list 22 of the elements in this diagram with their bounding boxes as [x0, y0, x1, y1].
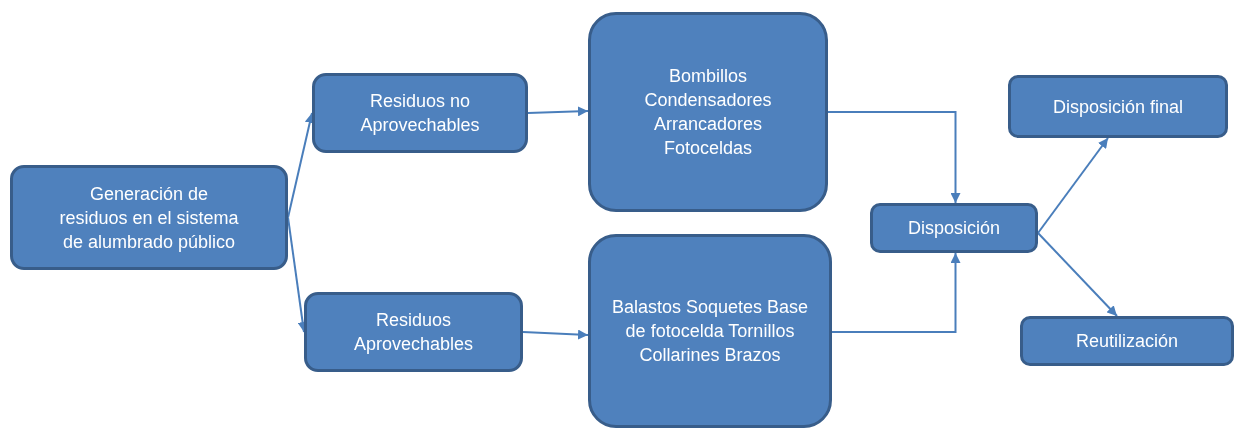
box-label: Residuos no Aprovechables — [359, 90, 481, 137]
process-box — [304, 292, 523, 372]
process-box — [1008, 75, 1228, 138]
arrow — [527, 106, 589, 117]
process-box — [588, 234, 832, 428]
arrow — [522, 329, 589, 340]
arrow — [827, 111, 961, 204]
process-box — [1020, 316, 1234, 366]
box-label: Balastos Soquetes Base de fotocelda Tornillos Collarines Brazos — [610, 296, 810, 367]
process-box — [588, 12, 828, 212]
process-box — [312, 73, 528, 153]
arrow — [1037, 137, 1109, 234]
process-box — [10, 165, 288, 270]
arrow — [1037, 232, 1118, 317]
arrow — [831, 252, 961, 333]
box-label: Residuos Aprovechables — [352, 309, 475, 356]
process-box — [870, 203, 1038, 253]
box-label: Generación de residuos en el sistema de alumbrado público — [58, 182, 240, 254]
box-label: Reutilización — [1075, 330, 1179, 353]
box-label: Bombillos Condensadores Arrancadores Fotoceldas — [643, 65, 773, 160]
box-label: Disposición — [907, 217, 1000, 240]
box-label: Disposición final — [1052, 95, 1184, 119]
